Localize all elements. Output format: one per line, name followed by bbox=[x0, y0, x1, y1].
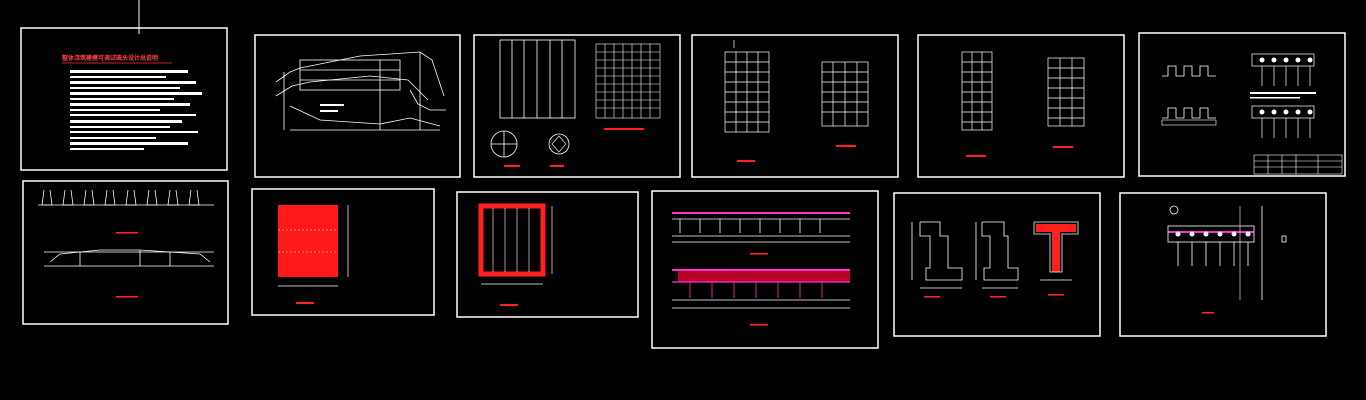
sheet-red-slab[interactable] bbox=[251, 188, 435, 316]
pile-plan-2-right bbox=[1047, 57, 1085, 127]
slab-fill bbox=[278, 205, 338, 277]
title-block-table bbox=[1253, 154, 1343, 175]
section-a bbox=[911, 221, 963, 289]
corrugated-section-1 bbox=[1162, 65, 1216, 77]
profile-labels bbox=[320, 104, 344, 112]
rebar-elevation-top bbox=[672, 212, 850, 243]
sheet-pile-cap-elevation[interactable] bbox=[1119, 192, 1327, 337]
sheet-red-frame-slab[interactable] bbox=[456, 191, 639, 318]
sheet-sections-table[interactable] bbox=[1138, 32, 1346, 177]
detail-marker-icon bbox=[1169, 205, 1179, 215]
rebar-elevation-bottom bbox=[672, 269, 850, 309]
notes-text-lines bbox=[70, 70, 202, 150]
pier-row bbox=[38, 189, 214, 206]
mesh-plan-right bbox=[595, 43, 661, 119]
pile-cap bbox=[1167, 225, 1255, 266]
document-title: 整体浇筑建模可调试硫头设计总说明 bbox=[61, 54, 158, 62]
slab-frame bbox=[478, 203, 546, 277]
sheet-pile-plan[interactable] bbox=[691, 34, 899, 178]
sheet-grid-plan[interactable] bbox=[473, 34, 681, 178]
pile-plan-2-left bbox=[961, 51, 993, 131]
corrugated-section-2 bbox=[1162, 107, 1216, 119]
sheet-pier-elevation[interactable] bbox=[22, 180, 229, 325]
sheet-notes[interactable]: 整体浇筑建模可调试硫头设计总说明 bbox=[20, 27, 228, 171]
strip-plan-left bbox=[499, 39, 576, 119]
section-c bbox=[1033, 221, 1079, 281]
pier-profile bbox=[44, 249, 214, 267]
sheet-pile-plan-2[interactable] bbox=[917, 34, 1125, 178]
detail-circle-right bbox=[548, 133, 570, 155]
frame-rebars bbox=[492, 208, 530, 272]
sheet-rebar-elevation[interactable] bbox=[651, 190, 879, 349]
pile-group-top bbox=[1251, 53, 1315, 86]
pile-plan-left bbox=[724, 40, 770, 133]
sheet-cross-sections[interactable] bbox=[893, 192, 1101, 337]
section-b bbox=[975, 221, 1019, 289]
pile-heads bbox=[1259, 57, 1313, 115]
pile-plan-right bbox=[821, 61, 869, 127]
pile-group-bottom bbox=[1251, 105, 1315, 138]
profile-drawing bbox=[275, 51, 446, 131]
sheet-elevation-profile[interactable] bbox=[254, 34, 461, 178]
pile-cap-heads bbox=[1175, 231, 1251, 237]
